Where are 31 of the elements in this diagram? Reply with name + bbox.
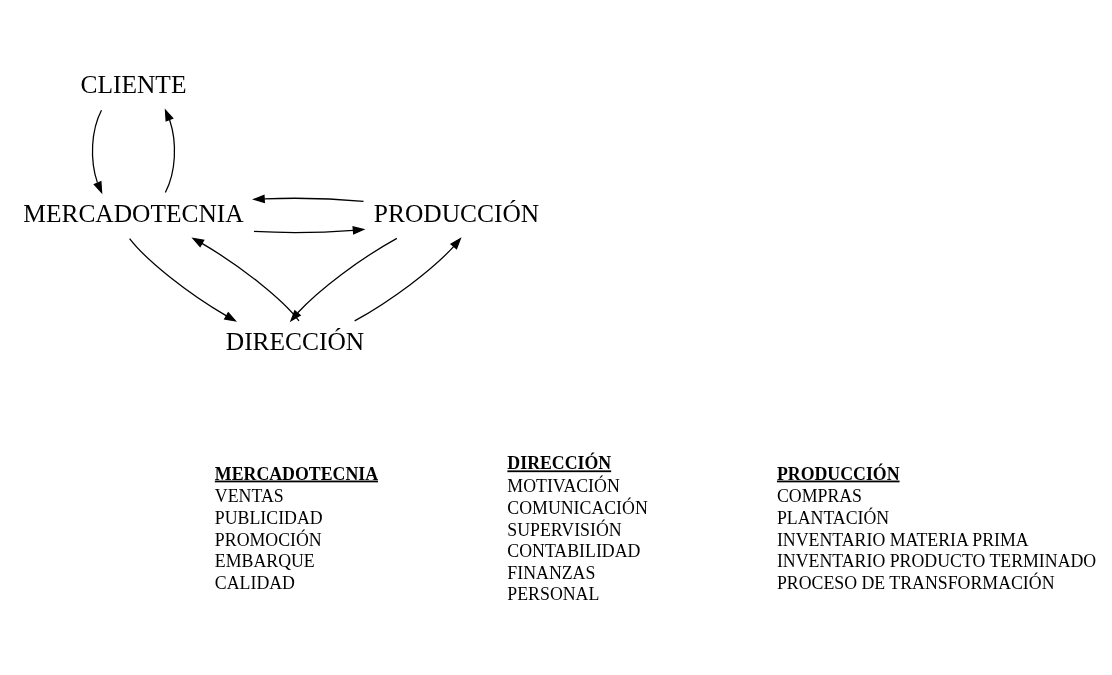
label: COMUNICACIÓN	[507, 497, 648, 518]
node-text: CLIENTE	[80, 70, 187, 100]
label: VENTAS	[214, 486, 284, 507]
label: PLANTACIÓN	[776, 508, 890, 529]
label: CALIDAD	[214, 572, 295, 593]
label: FINANZAS	[507, 562, 596, 583]
label: INVENTARIO MATERIA PRIMA	[776, 529, 1029, 550]
node-text: PRODUCCIÓN	[373, 198, 540, 228]
label: INVENTARIO PRODUCTO TERMINADO	[776, 551, 1097, 572]
label: COMPRAS	[776, 486, 863, 507]
label: PUBLICIDAD	[214, 508, 323, 529]
label: PERSONAL	[507, 584, 600, 605]
arrow	[354, 237, 462, 322]
label: PROCESO DE TRANSFORMACIÓN	[776, 572, 1055, 593]
label: MERCADOTECNIA	[214, 463, 379, 484]
label: CONTABILIDAD	[507, 541, 641, 562]
arrow	[252, 194, 365, 204]
label: DIRECCIÓN	[507, 453, 612, 474]
arrow	[164, 108, 176, 194]
label: MOTIVACIÓN	[507, 476, 620, 497]
label: SUPERVISIÓN	[507, 519, 622, 540]
arrow	[91, 109, 103, 195]
node-text: DIRECCIÓN	[225, 327, 365, 357]
label: PROMOCIÓN	[214, 529, 322, 550]
label: EMBARQUE	[214, 551, 315, 572]
arrow	[289, 237, 398, 323]
arrow	[253, 225, 366, 235]
node-text: MERCADOTECNIA	[23, 198, 244, 228]
arrow	[191, 237, 300, 322]
arrow	[129, 237, 237, 322]
label: PRODUCCIÓN	[776, 463, 900, 484]
